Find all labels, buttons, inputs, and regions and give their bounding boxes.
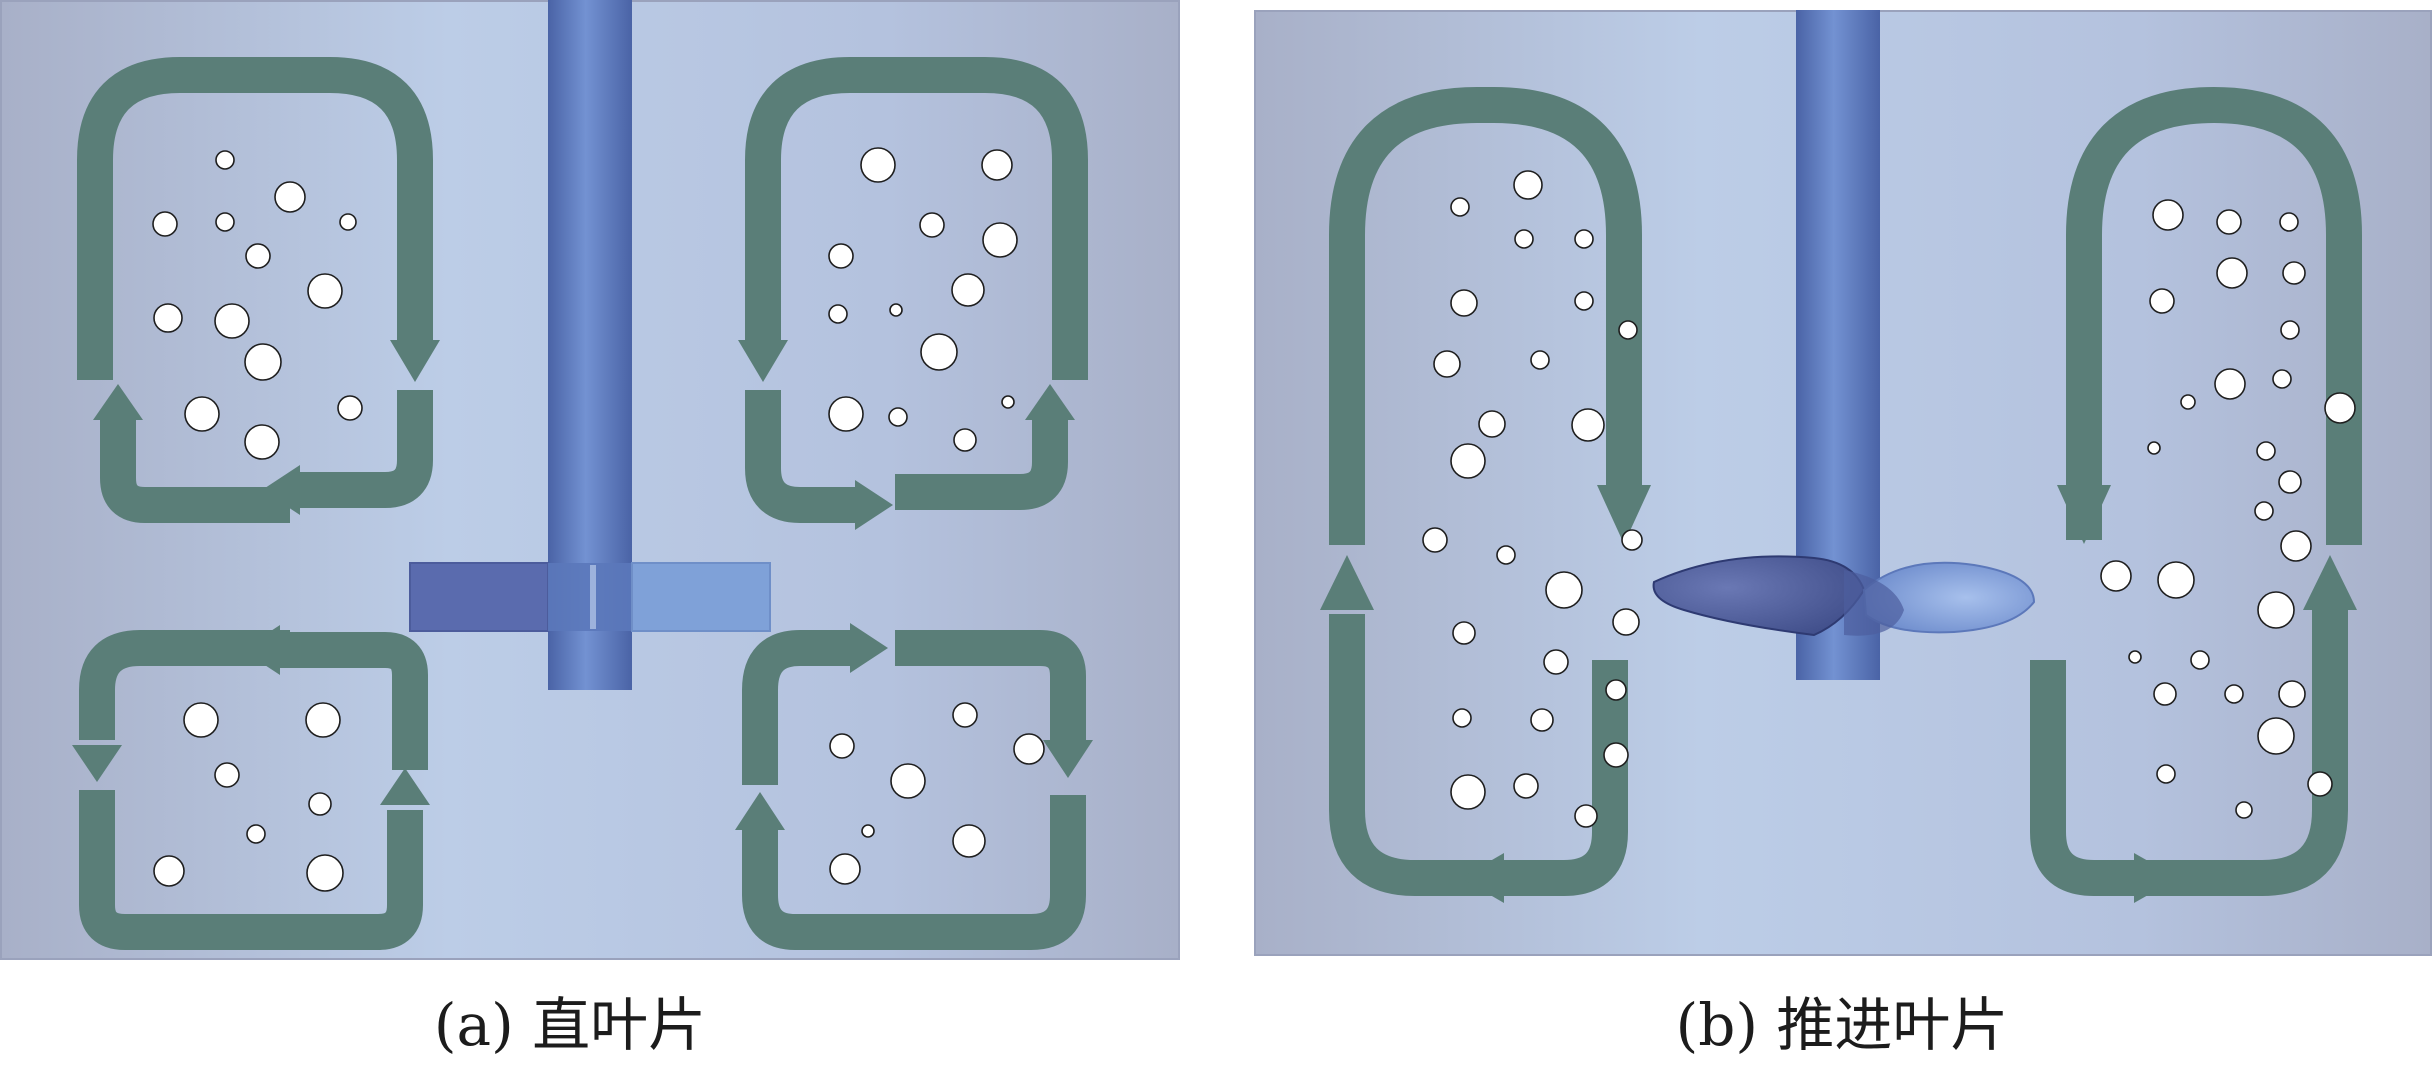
circulation-arrow-icon <box>735 623 1093 950</box>
circulation-arrow-icon <box>2030 87 2362 903</box>
gas-bubble-icon <box>1422 170 2356 828</box>
flat-blade-impeller-icon <box>409 0 771 690</box>
circulation-arrow-icon <box>738 57 1088 530</box>
panel-flat-blade <box>0 0 1180 960</box>
panel-propeller-blade <box>1254 10 2432 956</box>
caption-propeller-blade: (b) 推进叶片 <box>1675 991 2009 1059</box>
flat-blade-diagram <box>0 0 1180 960</box>
circulation-arrow-icon <box>77 57 440 523</box>
propeller-diagram <box>1254 10 2432 956</box>
circulation-arrow-icon <box>1320 87 1651 903</box>
gas-bubble-icon <box>152 147 1045 892</box>
circulation-arrow-icon <box>72 625 430 950</box>
caption-flat-blade: (a) 直叶片 <box>433 991 707 1059</box>
propeller-impeller-icon <box>1652 10 2036 680</box>
